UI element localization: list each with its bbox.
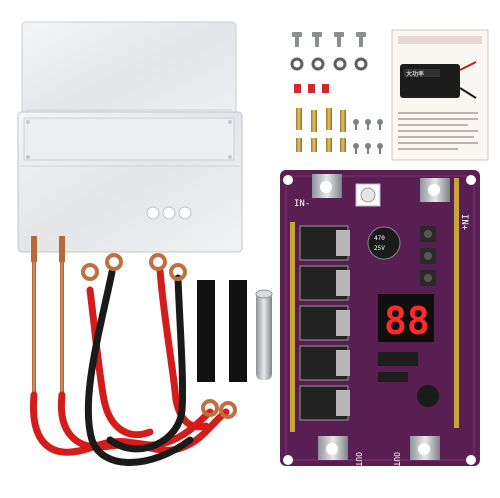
copper-rods bbox=[31, 236, 65, 396]
label-in-minus: IN- bbox=[294, 199, 310, 209]
push-buttons bbox=[420, 226, 436, 286]
tape-strip-left bbox=[197, 280, 215, 382]
instruction-manual: 大功率 bbox=[391, 29, 489, 161]
capacitor-voltage: 25V bbox=[374, 245, 385, 252]
spot-welder-pcb: IN- IN+ 470 25V bbox=[280, 170, 480, 471]
buzzer bbox=[417, 385, 439, 407]
label-in-plus: IN+ bbox=[459, 214, 469, 231]
label-out-plus: OUT+ bbox=[392, 452, 401, 471]
nickel-strip-roll bbox=[255, 289, 273, 380]
capacitor: 470 25V bbox=[367, 226, 401, 260]
display-digits: 88 bbox=[384, 299, 430, 343]
black-cables bbox=[84, 268, 194, 466]
capacitor-value: 470 bbox=[374, 235, 385, 242]
manual-battery-label: 大功率 bbox=[406, 70, 424, 78]
brass-standoffs bbox=[296, 108, 346, 152]
tape-strip-right bbox=[229, 280, 247, 382]
label-out-minus: OUT- bbox=[354, 452, 363, 471]
ring-terminals bbox=[81, 253, 237, 419]
acrylic-panel-front bbox=[17, 111, 243, 253]
screw-set bbox=[290, 32, 368, 93]
acrylic-panel-back bbox=[21, 21, 237, 135]
seven-segment-display: 88 bbox=[378, 294, 434, 343]
small-screws bbox=[353, 119, 383, 154]
mosfet-row bbox=[299, 225, 350, 421]
